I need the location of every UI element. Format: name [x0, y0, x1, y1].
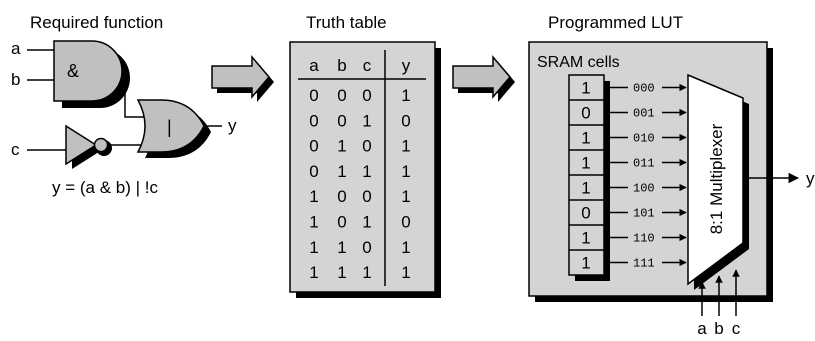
mux-input-label: 001	[633, 107, 655, 121]
title-programmed-lut: Programmed LUT	[548, 13, 683, 32]
arrow-to-lut	[452, 54, 515, 102]
mux-inputs: 000 001 010 011 100 101 110 111	[604, 82, 687, 271]
sram-cells: 1 0 1 1 1 0 1 1	[569, 79, 604, 273]
table-cell: 1	[401, 238, 410, 257]
table-cell: 1	[362, 162, 371, 181]
table-cell: 1	[362, 263, 371, 282]
output-y-label: y	[228, 116, 237, 135]
sram-cell-value: 1	[581, 154, 590, 173]
lut-output-y: y	[806, 169, 815, 188]
table-cell: 0	[337, 187, 346, 206]
mux-input-label: 010	[633, 132, 655, 146]
mux-input-label: 111	[633, 257, 655, 271]
table-cell: 0	[309, 137, 318, 156]
and-symbol: &	[67, 61, 79, 81]
select-label-b: b	[714, 319, 723, 338]
table-cell: 1	[401, 162, 410, 181]
table-cell: 0	[337, 86, 346, 105]
mux-label: 8:1 Multiplexer	[707, 123, 726, 234]
not-gate	[65, 124, 112, 169]
select-label-c: c	[732, 319, 741, 338]
sram-cell-value: 1	[581, 129, 590, 148]
table-cell: 0	[309, 162, 318, 181]
header-b: b	[337, 56, 346, 75]
table-cell: 1	[362, 111, 371, 130]
table-cell: 0	[337, 213, 346, 232]
sram-cell-value: 0	[581, 204, 590, 223]
multiplexer: 8:1 Multiplexer	[687, 73, 749, 290]
input-a-label: a	[11, 39, 21, 58]
table-cell: 0	[362, 137, 371, 156]
equation: y = (a & b) | !c	[52, 178, 158, 197]
input-c-label: c	[11, 140, 20, 159]
table-cell: 1	[337, 238, 346, 257]
gate-circuit: a b c & | y	[11, 39, 237, 197]
table-cell: 0	[401, 213, 410, 232]
and-gate: &	[53, 40, 130, 108]
or-gate: |	[136, 99, 211, 158]
table-cell: 0	[362, 187, 371, 206]
table-cell: 1	[309, 263, 318, 282]
or-symbol: |	[167, 117, 172, 137]
title-truth-table: Truth table	[306, 13, 387, 32]
mux-input-label: 011	[633, 157, 655, 171]
arrow-to-truth-table	[211, 54, 274, 102]
table-cell: 1	[401, 86, 410, 105]
mux-input-label: 100	[633, 182, 655, 196]
mux-input-label: 000	[633, 82, 655, 96]
input-b-label: b	[11, 70, 20, 89]
sram-cell-value: 1	[581, 79, 590, 98]
mux-input-label: 101	[633, 207, 655, 221]
table-cell: 1	[401, 263, 410, 282]
table-cell: 0	[309, 111, 318, 130]
sram-cell-value: 1	[581, 254, 590, 273]
table-cell: 1	[309, 213, 318, 232]
sram-cell-value: 0	[581, 104, 590, 123]
title-required-function: Required function	[30, 13, 163, 32]
table-cell: 1	[362, 213, 371, 232]
sram-cell-value: 1	[581, 229, 590, 248]
table-cell: 1	[337, 137, 346, 156]
mux-input-label: 110	[633, 232, 655, 246]
table-cell: 0	[309, 86, 318, 105]
sram-cell-value: 1	[581, 179, 590, 198]
table-cell: 1	[337, 162, 346, 181]
table-cell: 1	[401, 137, 410, 156]
table-cell: 1	[309, 238, 318, 257]
table-cell: 1	[337, 263, 346, 282]
table-cell: 1	[401, 187, 410, 206]
header-y: y	[402, 56, 411, 75]
table-cell: 0	[362, 238, 371, 257]
table-cell: 0	[401, 111, 410, 130]
select-label-a: a	[697, 319, 707, 338]
table-cell: 1	[309, 187, 318, 206]
table-cell: 0	[362, 86, 371, 105]
sram-cells-label: SRAM cells	[537, 54, 620, 71]
table-cell: 0	[337, 111, 346, 130]
header-a: a	[309, 56, 319, 75]
header-c: c	[363, 56, 372, 75]
